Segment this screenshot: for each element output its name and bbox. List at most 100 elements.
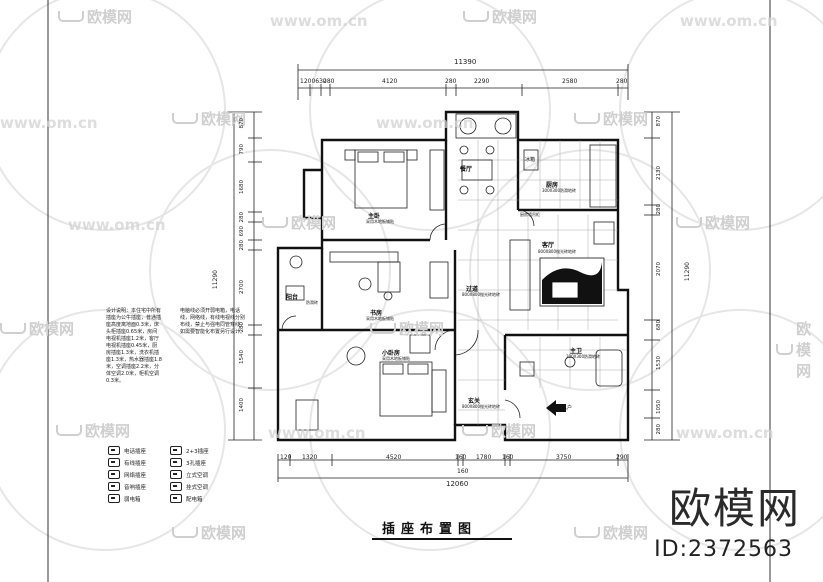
room-label-entry: 入户: [562, 405, 573, 411]
phone-socket-icon: [108, 446, 120, 455]
dim-top-2: 280: [323, 78, 335, 85]
dim-right-6: 1050: [656, 400, 662, 414]
dim-left-2: 1680: [239, 180, 245, 194]
standing-ac-icon: [170, 470, 182, 479]
room-label-study: 书房: [370, 310, 383, 317]
dim-bottom-total: 12060: [446, 480, 469, 488]
dim-bottom-1: 1320: [302, 454, 318, 461]
dimension-lines-right: [644, 111, 680, 441]
walls: [276, 110, 630, 442]
room-note-study: 采用木地板铺贴: [366, 316, 394, 321]
dimension-lines-bottom: [277, 454, 629, 482]
legend-item: 立式空调: [170, 470, 208, 479]
legend-item: 3孔插座: [170, 458, 206, 467]
dim-left-5: 280: [239, 240, 245, 251]
dim-right-4: 680: [656, 320, 662, 331]
watermark: 欧模网: [172, 522, 246, 543]
room-label-aisle: 过道: [466, 286, 479, 293]
title-underline: [372, 538, 512, 540]
dim-top-3: 4120: [382, 78, 398, 85]
room-label-foyer: 玄关: [468, 398, 481, 405]
design-notes: 设计说明：本住宅中所有插座为公牛插座，普通插座高度离地面0.3米，床头柜插座0.…: [106, 308, 162, 384]
legend-item: 音响插座: [108, 482, 146, 491]
dim-left-total: 11290: [212, 270, 219, 290]
dim-bottom-0: 120: [280, 454, 292, 461]
watermark: 欧模网: [574, 108, 648, 129]
brand-logo: 欧模网: [668, 484, 801, 533]
watermark: 欧模网: [574, 522, 648, 543]
dim-right-7: 280: [656, 424, 662, 435]
plan-title: 插座布置图: [382, 522, 478, 537]
dim-right-0: 870: [656, 116, 662, 127]
socket-3-pin-icon: [170, 458, 182, 467]
dim-right-2: 280: [656, 204, 662, 215]
watermark: 欧模网: [262, 212, 336, 233]
room-label-kitchen: 厨房: [546, 182, 559, 189]
room-label-bath: 主卫: [570, 348, 583, 355]
dim-bottom-5: 160: [502, 454, 514, 461]
room-label-fridge: 冰箱: [525, 157, 536, 163]
dim-bottom-sub: 160: [457, 468, 469, 475]
dim-bottom-3: 160: [455, 454, 467, 461]
dim-right-5: 1530: [656, 356, 662, 370]
dim-bottom-2: 4520: [386, 454, 402, 461]
dim-left-8: 1540: [239, 350, 245, 364]
dim-top-total: 11390: [454, 58, 477, 66]
room-label-second: 小卧房: [382, 350, 401, 357]
watermark-arcs: [0, 0, 823, 551]
dim-left-3: 280: [239, 212, 245, 223]
watermark: 欧模网: [56, 420, 130, 441]
brand-id: ID:2372563: [654, 537, 793, 562]
room-note-kitchen: 300X300防滑地砖: [542, 188, 577, 193]
room-label-living: 客厅: [542, 242, 555, 249]
room-label-dining: 餐厅: [460, 166, 473, 173]
dim-left-6: 2700: [239, 280, 245, 294]
legend-item: 网络插座: [108, 470, 146, 479]
room-label-balcony: 阳台: [286, 294, 299, 301]
watermark: 欧模网: [370, 318, 444, 339]
dim-top-4: 280: [445, 78, 457, 85]
watermark: 欧模网: [776, 318, 823, 381]
dim-top-0: 1200630: [300, 78, 327, 85]
room-note-foyer: 800X800抛光砖地砖: [462, 404, 501, 409]
dim-bottom-4: 1780: [476, 454, 492, 461]
door-swings: [281, 209, 535, 419]
page-frame: [47, 0, 771, 582]
distribution-box-icon: [170, 494, 182, 503]
tv-socket-icon: [108, 458, 120, 467]
watermark: 欧模网: [58, 6, 132, 27]
entry-arrow: [546, 400, 566, 416]
dim-right-3: 2070: [656, 262, 662, 276]
room-note-second: 采用木地板铺贴: [382, 356, 410, 361]
watermark: 欧模网: [0, 318, 74, 339]
speaker-socket-icon: [108, 482, 120, 491]
weak-current-box-icon: [108, 494, 120, 503]
room-note-aisle: 800X800抛光砖地砖: [462, 292, 501, 297]
living-rug: [539, 257, 605, 307]
legend-item: 弱电箱: [108, 494, 141, 503]
dim-left-4: 690: [239, 226, 245, 237]
legend-item: 配电箱: [170, 494, 203, 503]
socket-2-3-icon: [170, 446, 182, 455]
dim-left-0: 870: [239, 118, 245, 129]
room-note-bath: 300X300防滑地砖: [566, 354, 601, 359]
wall-ac-icon: [170, 482, 182, 491]
dim-right-total: 11290: [684, 262, 691, 282]
design-notes-extra: 电脑线必须开弱电箱，电话线，网络线，有线电视线分别布线，禁止与强电同管穿线，如需…: [180, 308, 246, 335]
dim-bottom-6: 3750: [556, 454, 572, 461]
watermark: 欧模网: [172, 108, 246, 129]
dim-top-7: 280: [616, 78, 628, 85]
room-note-balcony: 防滑砖: [306, 300, 318, 305]
floor-tiles: [458, 140, 626, 425]
watermark: 欧模网: [462, 420, 536, 441]
room-note-master: 采用木地板铺贴: [366, 219, 394, 224]
furniture: [285, 113, 623, 431]
legend-item: 电话插座: [108, 446, 146, 455]
dim-bottom-7: 290: [616, 454, 628, 461]
room-note-cabinet: 厨房墙吊柜: [520, 212, 540, 217]
dim-top-6: 2580: [562, 78, 578, 85]
watermark: 欧模网: [676, 212, 750, 233]
dim-left-1: 790: [239, 144, 245, 155]
legend-item: 有线插座: [108, 458, 146, 467]
